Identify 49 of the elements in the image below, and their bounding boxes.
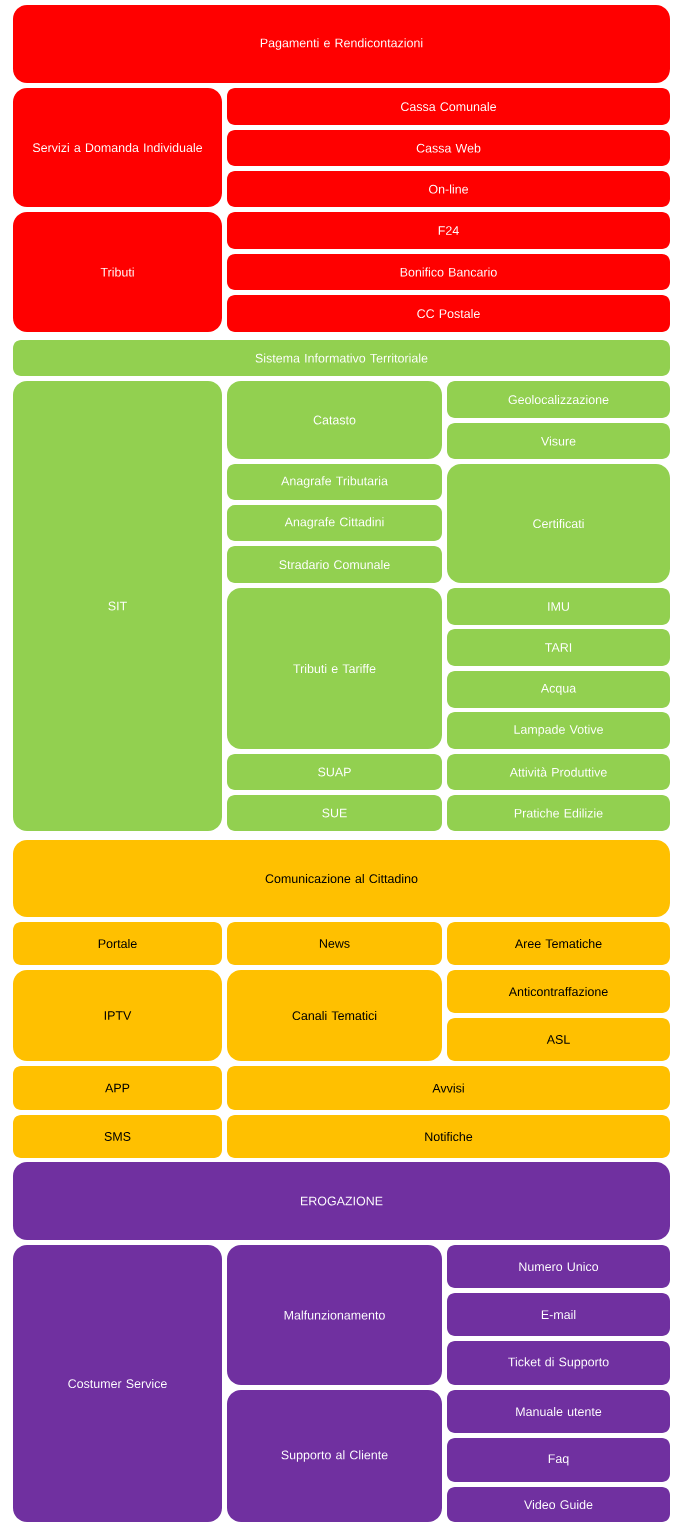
item-box: SUE <box>227 795 442 831</box>
header-band: Pagamenti e Rendicontazioni <box>13 5 670 83</box>
item-box: Portale <box>13 922 222 965</box>
header-band: Comunicazione al Cittadino <box>13 840 670 917</box>
item-box: Lampade Votive <box>447 712 670 749</box>
item-box: Faq <box>447 1438 670 1482</box>
category-box: Certificati <box>447 464 670 583</box>
item-box: Aree Tematiche <box>447 922 670 965</box>
header-band: Sistema Informativo Territoriale <box>13 340 670 376</box>
item-box: SUAP <box>227 754 442 790</box>
item-box: APP <box>13 1066 222 1110</box>
item-box: Avvisi <box>227 1066 670 1110</box>
category-box: Supporto al Cliente <box>227 1390 442 1522</box>
item-box: Geolocalizzazione <box>447 381 670 418</box>
item-box: Notifiche <box>227 1115 670 1158</box>
category-box: SIT <box>13 381 222 831</box>
category-box: Tributi e Tariffe <box>227 588 442 749</box>
item-box: TARI <box>447 629 670 666</box>
category-box: Tributi <box>13 212 222 332</box>
item-box: Anticontraffazione <box>447 970 670 1013</box>
item-box: Acqua <box>447 671 670 708</box>
item-box: E-mail <box>447 1293 670 1336</box>
item-box: F24 <box>227 212 670 249</box>
category-box: Catasto <box>227 381 442 459</box>
item-box: Bonifico Bancario <box>227 254 670 290</box>
item-box: Ticket di Supporto <box>447 1341 670 1385</box>
item-box: ASL <box>447 1018 670 1061</box>
item-box: Cassa Comunale <box>227 88 670 125</box>
item-box: Stradario Comunale <box>227 546 442 583</box>
item-box: Anagrafe Tributaria <box>227 464 442 500</box>
item-box: Visure <box>447 423 670 459</box>
item-box: News <box>227 922 442 965</box>
category-box: Canali Tematici <box>227 970 442 1061</box>
item-box: Numero Unico <box>447 1245 670 1288</box>
category-box: Costumer Service <box>13 1245 222 1522</box>
category-box: IPTV <box>13 970 222 1061</box>
item-box: CC Postale <box>227 295 670 332</box>
item-box: Manuale utente <box>447 1390 670 1433</box>
item-box: IMU <box>447 588 670 625</box>
category-box: Servizi a Domanda Individuale <box>13 88 222 207</box>
item-box: Anagrafe Cittadini <box>227 505 442 541</box>
item-box: Video Guide <box>447 1487 670 1522</box>
item-box: Pratiche Edilizie <box>447 795 670 831</box>
item-box: On-line <box>227 171 670 207</box>
item-box: Attività Produttive <box>447 754 670 790</box>
header-band: EROGAZIONE <box>13 1162 670 1240</box>
item-box: SMS <box>13 1115 222 1158</box>
item-box: Cassa Web <box>227 130 670 166</box>
category-box: Malfunzionamento <box>227 1245 442 1385</box>
